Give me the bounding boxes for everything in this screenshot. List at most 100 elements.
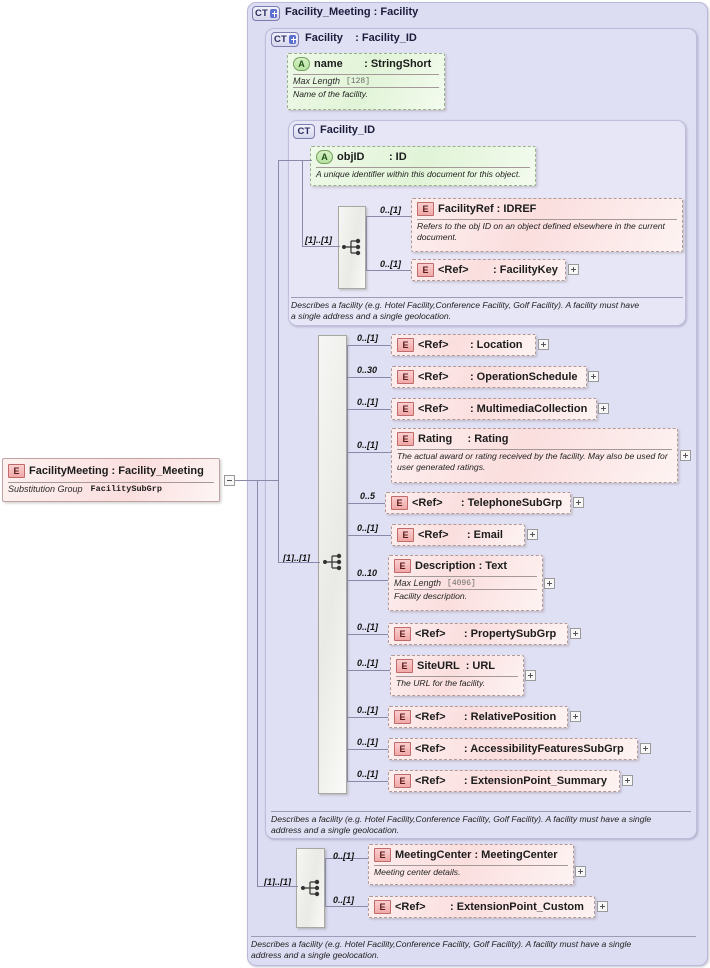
node-ref-relativeposition[interactable]: E <Ref> : RelativePosition (388, 706, 568, 728)
connector-line (347, 409, 391, 410)
node-facilitymeeting[interactable]: E FacilityMeeting : Facility_Meeting Sub… (2, 458, 220, 502)
cardinality-email: 0..[1] (357, 523, 379, 533)
connector-line (302, 160, 312, 161)
ct-badge-label: CT (255, 8, 269, 19)
attribute-badge-icon: A (316, 150, 333, 164)
connector-line (325, 858, 326, 906)
expand-button-operationschedule[interactable] (588, 371, 599, 382)
node-ref-multimediacollection[interactable]: E <Ref> : MultimediaCollection (391, 398, 597, 420)
connector-line (232, 480, 258, 481)
facet-value: FacilitySubGrp (90, 484, 162, 494)
expand-plus-icon[interactable] (289, 35, 297, 44)
node-ref-extensionpoint-summary[interactable]: E <Ref> : ExtensionPoint_Summary (388, 770, 620, 792)
node-title: <Ref> : FacilityKey (438, 264, 558, 276)
node-ref-telephonesubgrp[interactable]: E <Ref> : TelephoneSubGrp (385, 492, 571, 514)
connector-line (347, 535, 391, 536)
node-title: <Ref> : ExtensionPoint_Summary (415, 775, 607, 787)
expand-button-facilitykey[interactable] (568, 264, 579, 275)
connector-line (347, 781, 391, 782)
node-header: E FacilityMeeting : Facility_Meeting (3, 459, 219, 482)
cardinality-root-seq: [1]..[1] (264, 877, 291, 887)
node-title: <Ref> : AccessibilityFeaturesSubGrp (415, 743, 624, 755)
connector-line (302, 246, 340, 247)
element-badge-icon: E (394, 742, 411, 756)
node-header: E <Ref> : PropertySubGrp (389, 624, 567, 644)
node-header: E <Ref> : TelephoneSubGrp (386, 493, 570, 513)
node-header: E SiteURL : URL (391, 656, 523, 676)
cardinality-telephonesubgrp: 0..5 (360, 491, 376, 501)
ct-badge-facility-meeting[interactable]: CT (252, 6, 280, 21)
node-ref-operationschedule[interactable]: E <Ref> : OperationSchedule (391, 366, 587, 388)
expand-button-extensionpoint-summary[interactable] (622, 775, 633, 786)
node-facilityref[interactable]: E FacilityRef : IDREF Refers to the obj … (411, 198, 683, 252)
expand-button-relativeposition[interactable] (570, 711, 581, 722)
element-badge-icon: E (374, 900, 391, 914)
node-title: FacilityMeeting : Facility_Meeting (29, 464, 204, 477)
title-facility-meeting: Facility_Meeting : Facility (285, 6, 419, 18)
expand-button-location[interactable] (538, 339, 549, 350)
element-badge-icon: E (397, 402, 414, 416)
node-name-attribute[interactable]: A name : StringShort Max Length [128] Na… (287, 53, 445, 110)
element-badge-icon: E (394, 559, 411, 573)
connector-line (347, 345, 348, 781)
node-documentation: A unique identifier within this document… (316, 167, 530, 182)
expand-button-accessibilityfeatures[interactable] (640, 743, 651, 754)
connector-line (366, 216, 367, 271)
title-facility-id: Facility_ID (320, 124, 376, 136)
node-documentation: The URL for the facility. (396, 676, 518, 691)
node-ref-extensionpoint-custom[interactable]: E <Ref> : ExtensionPoint_Custom (368, 896, 595, 918)
ct-badge-facility-id[interactable]: CT (293, 124, 315, 139)
node-title: <Ref> : RelativePosition (415, 711, 557, 723)
node-header: A name : StringShort (288, 54, 444, 74)
sequence-icon (323, 553, 342, 571)
expand-button-siteurl[interactable] (525, 670, 536, 681)
connector-line (347, 503, 391, 504)
expand-button-email[interactable] (527, 529, 538, 540)
facet-max-length: Max Length [4096] (394, 576, 537, 589)
connector-line (347, 345, 391, 346)
node-ref-email[interactable]: E <Ref> : Email (391, 524, 525, 546)
expand-button-propertysubgrp[interactable] (570, 628, 581, 639)
node-ref-accessibilityfeaturessubgrp[interactable]: E <Ref> : AccessibilityFeaturesSubGrp (388, 738, 638, 760)
node-ref-propertysubgrp[interactable]: E <Ref> : PropertySubGrp (388, 623, 568, 645)
node-meetingcenter[interactable]: E MeetingCenter : MeetingCenter Meeting … (368, 844, 574, 885)
facet-label: Max Length (394, 578, 442, 588)
cardinality-propertysubgrp: 0..[1] (357, 622, 379, 632)
expand-button-multimediacollection[interactable] (598, 403, 609, 414)
connector-line (278, 160, 302, 161)
node-rating[interactable]: E Rating : Rating The actual award or ra… (391, 428, 678, 483)
cardinality-facility-seq: [1]..[1] (283, 553, 310, 563)
cardinality-facility-id-seq: [1]..[1] (305, 235, 332, 245)
expand-button-telephonesubgrp[interactable] (573, 497, 584, 508)
ct-badge-facility[interactable]: CT (271, 32, 299, 47)
node-ref-location[interactable]: E <Ref> : Location (391, 334, 536, 356)
node-ref-facilitykey[interactable]: E <Ref> : FacilityKey (411, 259, 566, 281)
node-siteurl[interactable]: E SiteURL : URL The URL for the facility… (390, 655, 524, 696)
node-documentation: Name of the facility. (293, 87, 439, 102)
element-badge-icon: E (417, 202, 434, 216)
node-title: <Ref> : OperationSchedule (418, 371, 578, 383)
element-badge-icon: E (397, 338, 414, 352)
node-objid-attribute[interactable]: A objID : ID A unique identifier within … (310, 146, 536, 186)
expand-button-description[interactable] (544, 578, 555, 589)
facet-value: [128] (346, 76, 371, 86)
connector-line (366, 216, 411, 217)
node-header: E <Ref> : ExtensionPoint_Custom (369, 897, 594, 917)
element-badge-icon: E (397, 370, 414, 384)
expand-button-rating[interactable] (680, 450, 691, 461)
cardinality-rating: 0..[1] (357, 440, 379, 450)
cardinality-extensionpoint-summary: 0..[1] (357, 769, 379, 779)
ct-badge-label: CT (297, 126, 311, 137)
connector-line (347, 749, 391, 750)
node-header: E <Ref> : AccessibilityFeaturesSubGrp (389, 739, 637, 759)
expand-plus-icon[interactable] (270, 9, 278, 18)
documentation-root: Describes a facility (e.g. Hotel Facilit… (251, 936, 696, 961)
collapse-button-facilitymeeting[interactable] (224, 475, 235, 486)
expand-button-meetingcenter[interactable] (575, 866, 586, 877)
node-header: E <Ref> : FacilityKey (412, 260, 565, 280)
node-description[interactable]: E Description : Text Max Length [4096] F… (388, 555, 543, 611)
connector-line (325, 906, 370, 907)
expand-button-extensionpoint-custom[interactable] (597, 901, 608, 912)
node-title: SiteURL : URL (417, 660, 496, 672)
